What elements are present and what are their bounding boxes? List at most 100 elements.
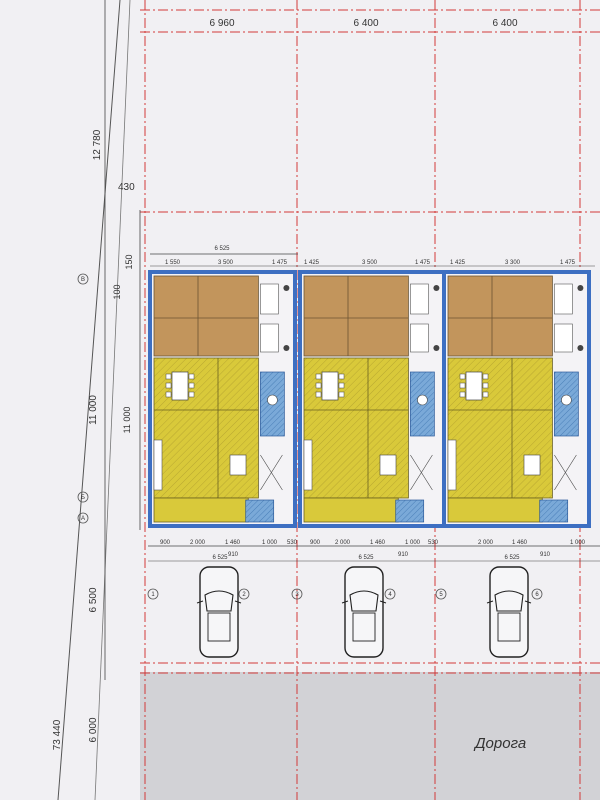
wc-block <box>260 283 279 315</box>
col-label: 6 <box>535 592 539 598</box>
subdim: 3 300 <box>505 260 521 266</box>
car-mirror <box>379 600 387 604</box>
row-label-a: А <box>81 516 85 522</box>
bottom-subdim: 900 <box>310 540 321 546</box>
left-dim-6000: 6 000 <box>88 717 99 742</box>
bottom-subdim: 1 460 <box>225 540 241 546</box>
subdim: 1 475 <box>272 260 288 266</box>
stove-box <box>229 454 247 476</box>
left-dim-100: 100 <box>112 284 122 299</box>
chair <box>188 373 195 380</box>
top-dim-1: 6 960 <box>209 18 234 29</box>
chair <box>315 382 322 389</box>
townhouse-units <box>148 270 591 528</box>
townhouse-unit <box>442 270 591 528</box>
col-label: 2 <box>242 592 246 598</box>
dining-table <box>171 371 189 401</box>
bottom-subdim: 530 <box>287 540 298 546</box>
bottom-subdim: 1 460 <box>370 540 386 546</box>
chair <box>338 382 345 389</box>
stair-block <box>554 371 579 437</box>
subdim: 1 425 <box>304 260 320 266</box>
row-label-v: В <box>81 277 85 283</box>
subdim: 1 550 <box>165 260 181 266</box>
chair <box>482 382 489 389</box>
road-area <box>140 672 600 800</box>
chair <box>459 373 466 380</box>
left-dim-12780: 12 780 <box>92 129 103 160</box>
entrance-pad <box>539 499 569 523</box>
upper-room <box>303 275 409 357</box>
townhouse-unit <box>148 270 297 528</box>
chair <box>165 391 172 398</box>
car-body <box>489 566 529 658</box>
entrance-pad <box>395 499 425 523</box>
upper-room <box>153 275 259 357</box>
kitchen-counter <box>447 439 457 491</box>
bottom-subdim: 910 <box>228 552 239 558</box>
stove-box <box>379 454 397 476</box>
chair <box>165 382 172 389</box>
road-label: Дорога <box>473 735 526 752</box>
car-icon <box>341 566 387 658</box>
bottom-total: 6 525 <box>212 555 228 561</box>
car-windshield <box>204 590 234 612</box>
door-swing <box>260 454 283 491</box>
left-dim-150: 150 <box>124 254 134 269</box>
chair <box>315 391 322 398</box>
subdim: 1 475 <box>560 260 576 266</box>
left-dim-73440: 73 440 <box>52 719 63 750</box>
car-mirror <box>196 600 204 604</box>
car-mirror <box>524 600 532 604</box>
subdim: 3 500 <box>218 260 234 266</box>
car-windshield <box>349 590 379 612</box>
axis-marker-row <box>77 273 89 285</box>
bottom-subdim: 2 000 <box>335 540 351 546</box>
car-windshield <box>494 590 524 612</box>
car-roof <box>497 612 521 642</box>
chair <box>188 391 195 398</box>
car-roof <box>207 612 231 642</box>
boundary-line <box>94 0 131 800</box>
car-mirror <box>486 600 494 604</box>
col-label: 5 <box>439 592 443 598</box>
fixture-icon <box>577 345 584 351</box>
bottom-subdim: 2 000 <box>190 540 206 546</box>
bottom-subdim: 1 000 <box>405 540 421 546</box>
wc-block <box>410 283 429 315</box>
subdim: 3 500 <box>362 260 378 266</box>
subdim: 1 475 <box>415 260 431 266</box>
bottom-total: 6 525 <box>504 555 520 561</box>
left-dim-6500: 6 500 <box>88 587 99 612</box>
chair <box>315 373 322 380</box>
row-label-b: Б <box>81 495 85 501</box>
wc-block <box>410 323 429 353</box>
fixture-icon <box>577 285 584 291</box>
bottom-subdim: 1 460 <box>512 540 528 546</box>
col-label: 1 <box>151 592 155 598</box>
fixture-icon <box>283 345 290 351</box>
dining-table <box>465 371 483 401</box>
top-dim-2: 6 400 <box>353 18 378 29</box>
bottom-subdim: 900 <box>160 540 171 546</box>
chair <box>338 391 345 398</box>
wc-block <box>260 323 279 353</box>
dining-table <box>321 371 339 401</box>
car-mirror <box>341 600 349 604</box>
wc-block <box>554 283 573 315</box>
townhouse-unit <box>298 270 447 528</box>
fixture-icon <box>283 285 290 291</box>
bottom-subdim: 530 <box>428 540 439 546</box>
col-label: 3 <box>295 592 299 598</box>
offset-dim: 430 <box>118 182 135 193</box>
column-markers <box>147 588 543 600</box>
stair-block <box>410 371 435 437</box>
top-dim-3: 6 400 <box>492 18 517 29</box>
bottom-subdim: 1 000 <box>262 540 278 546</box>
wc-block <box>554 323 573 353</box>
bottom-subdim: 1 000 <box>570 540 586 546</box>
upper-room <box>447 275 553 357</box>
terrace-area <box>447 497 543 523</box>
row-markers <box>77 273 89 524</box>
unit-width-dim: 6 525 <box>214 246 230 252</box>
